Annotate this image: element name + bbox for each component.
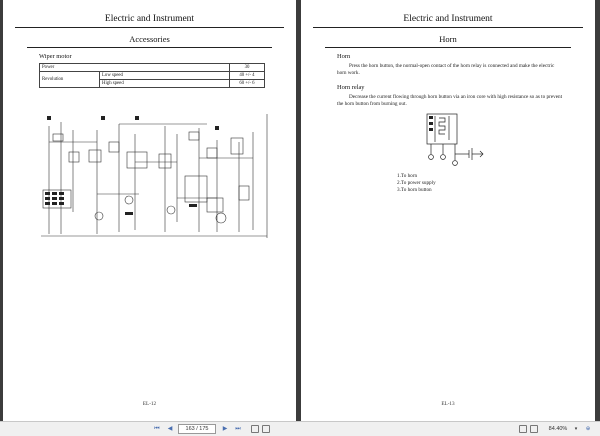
zoom-in-icon[interactable]: ⊕ bbox=[585, 426, 591, 432]
spec-label: Power bbox=[39, 63, 230, 72]
page-number-input[interactable]: 163 / 175 bbox=[178, 424, 216, 434]
list-item: 1.To horn bbox=[397, 173, 418, 179]
horn-heading: Horn bbox=[337, 53, 351, 60]
page-header: Electric and Instrument bbox=[313, 14, 583, 28]
first-page-icon[interactable]: ⏮ bbox=[154, 426, 160, 432]
prev-page-icon[interactable]: ◀ bbox=[167, 426, 173, 432]
two-page-icon[interactable] bbox=[262, 425, 270, 433]
table-row: Power 30 bbox=[39, 63, 266, 72]
pdf-toolbar: ⏮ ◀ 163 / 175 ▶ ⏭ 84.40% ▾ ⊕ bbox=[0, 421, 600, 436]
relay-paragraph: Decrease the current flowing through hor… bbox=[337, 94, 563, 108]
page-header: Electric and Instrument bbox=[15, 14, 284, 28]
spec-label: High speed bbox=[99, 79, 230, 88]
wiper-spec-table: Power 30 Revolution Low speed 40 +/- 4 H… bbox=[39, 63, 266, 88]
spec-label: Revolution bbox=[39, 71, 100, 88]
fit-width-icon[interactable] bbox=[530, 425, 538, 433]
list-item: 3.To horn button bbox=[397, 187, 432, 193]
fit-page-icon[interactable] bbox=[519, 425, 527, 433]
page-number: EL-12 bbox=[142, 401, 157, 407]
horn-paragraph: Press the horn button, the normal-open c… bbox=[337, 63, 555, 77]
next-page-icon[interactable]: ▶ bbox=[222, 426, 228, 432]
list-item: 2.To power supply bbox=[397, 180, 436, 186]
zoom-dropdown-icon[interactable]: ▾ bbox=[574, 426, 578, 432]
page-number: EL-13 bbox=[441, 401, 455, 407]
section-title: Horn bbox=[325, 34, 571, 48]
horn-relay-diagram bbox=[426, 113, 484, 166]
spec-value: 30 bbox=[228, 63, 266, 72]
subsection-heading: Wiper motor bbox=[39, 53, 72, 60]
document-page-left: Electric and Instrument Accessories Wipe… bbox=[3, 0, 296, 421]
table-row: Revolution Low speed 40 +/- 4 bbox=[39, 71, 266, 88]
spec-value: 60 +/- 6 bbox=[228, 79, 266, 88]
document-page-right: Electric and Instrument Horn Horn Press … bbox=[301, 0, 595, 421]
last-page-icon[interactable]: ⏭ bbox=[235, 426, 241, 432]
table-row: High speed 60 +/- 6 bbox=[40, 79, 266, 88]
wiper-wiring-diagram bbox=[41, 114, 268, 238]
zoom-level[interactable]: 84.40% bbox=[548, 426, 568, 432]
spec-value: 40 +/- 4 bbox=[228, 71, 266, 80]
spec-label: Low speed bbox=[99, 71, 230, 80]
section-title: Accessories bbox=[27, 34, 272, 48]
single-page-icon[interactable] bbox=[251, 425, 259, 433]
relay-heading: Horn relay bbox=[337, 84, 365, 91]
